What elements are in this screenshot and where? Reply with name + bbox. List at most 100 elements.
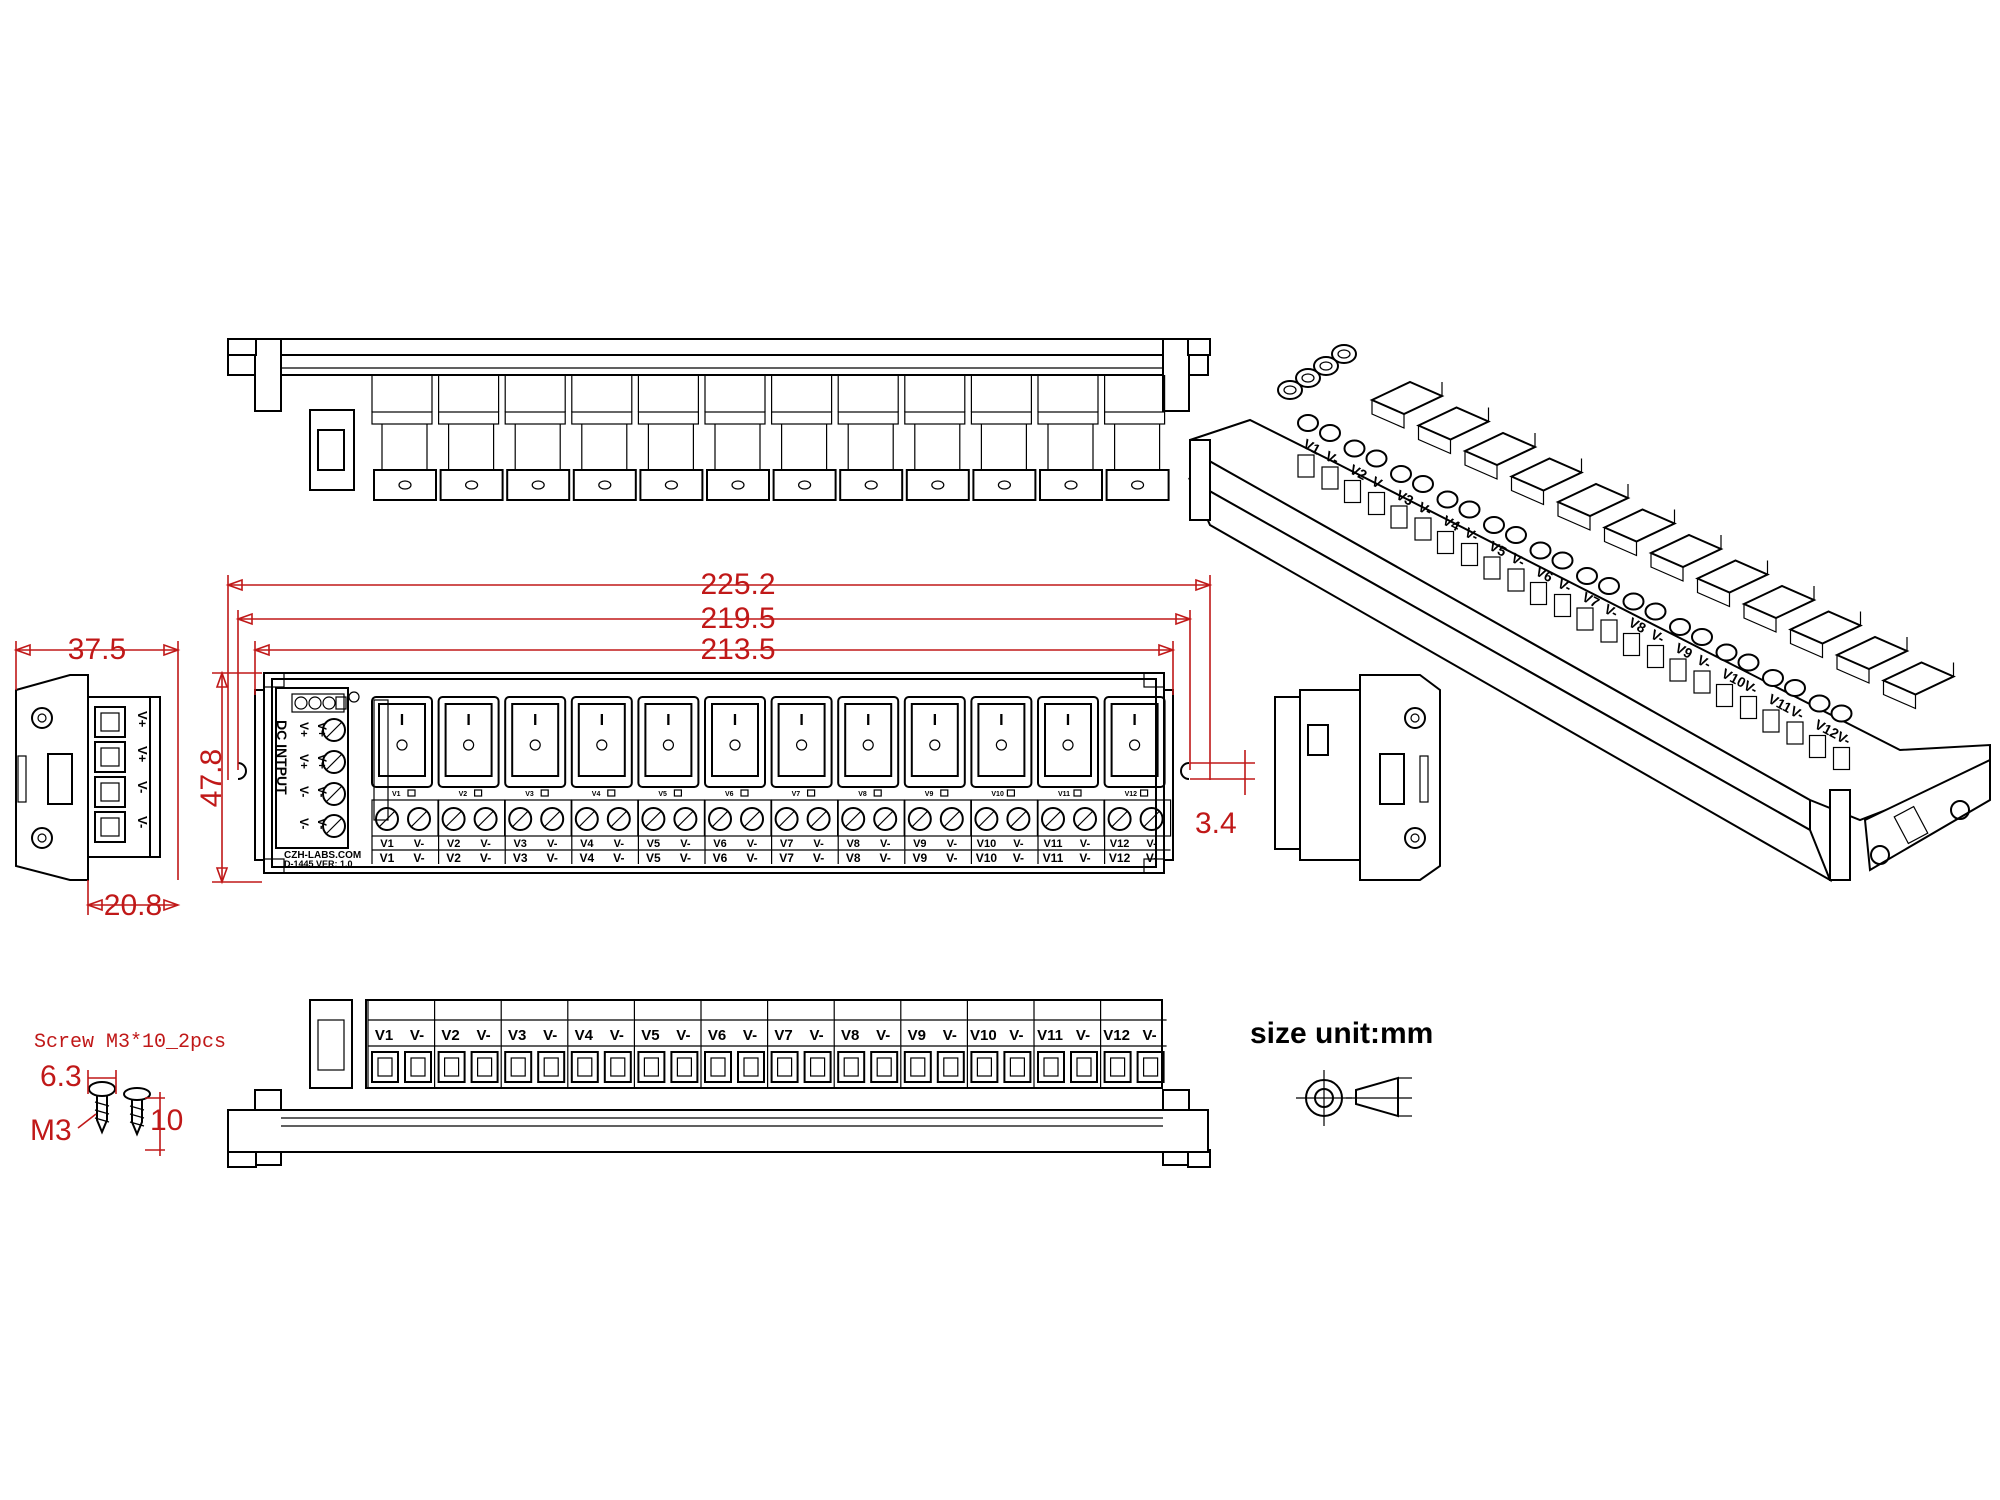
channel-small-label: V2 (459, 791, 468, 798)
upper-pos-label-V11: V11 (1044, 838, 1063, 850)
upper-pos-label-V3: V3 (513, 838, 526, 850)
iso-channel-V7: V7V- (1576, 533, 1724, 643)
left-terminal: V- (94, 776, 150, 808)
switch-frame-V5 (637, 696, 700, 788)
switch-frame-V2 (437, 696, 500, 788)
bottom-neg-label-V3: V- (543, 1027, 557, 1044)
neg-label-V5: V- (680, 851, 691, 865)
iso-switch-V11 (1834, 635, 1910, 671)
bottom-neg-label-V12: V- (1143, 1027, 1157, 1044)
terminal-screw (574, 807, 599, 831)
neg-label-V11: V- (1079, 851, 1090, 865)
switch-off-mark (396, 739, 408, 751)
left-view-terminals: V+V+V-V- (94, 706, 150, 843)
switch-off-mark (929, 739, 941, 751)
top-module-V5 (637, 375, 704, 501)
bottom-pos-label-V12: V12 (1103, 1027, 1130, 1044)
input-term-label: V- (297, 786, 311, 797)
upper-pos-label-V7: V7 (780, 838, 793, 850)
switch-on-mark: I (1132, 712, 1136, 729)
bottom-pos-label-V11: V11 (1037, 1027, 1063, 1044)
switch-frame-V3 (504, 696, 567, 788)
neg-label-V10: V- (1013, 851, 1024, 865)
upper-neg-label-V5: V- (680, 838, 691, 850)
bottom-neg-label-V9: V- (943, 1027, 957, 1044)
left-end-view: V+V+V-V- 37.5 20.8 (13, 633, 181, 922)
terminal-screw (806, 807, 831, 831)
pos-label-V12: V12 (1109, 851, 1131, 865)
iso-input-screw (1277, 380, 1303, 400)
input-screw (322, 718, 346, 742)
bottom-terminal-opening (470, 1051, 499, 1083)
bottom-terminal-opening (1136, 1051, 1165, 1083)
rocker-switch-V5 (644, 703, 693, 777)
switch-off-mark (463, 739, 475, 751)
bottom-pos-label-V3: V3 (508, 1027, 526, 1044)
top-module-V6 (704, 375, 770, 501)
switch-frame-V8 (837, 696, 900, 788)
bottom-pos-label-V1: V1 (375, 1027, 393, 1044)
switch-frame-V4 (570, 696, 633, 788)
bottom-terminal-opening (537, 1051, 566, 1083)
iso-switch-V5 (1555, 482, 1631, 518)
rocker-switch-V6 (711, 703, 759, 777)
bottom-terminal-opening (603, 1051, 632, 1083)
isometric-view: V1V-V2V-V3V-V4V-V5V-V6V-V7V-V8V-V9V-V10V… (1187, 344, 1991, 883)
pos-label-V1: V1 (380, 851, 395, 865)
switch-off-mark (995, 739, 1008, 751)
upper-pos-label-V9: V9 (913, 838, 926, 850)
iso-switch-V3 (1462, 431, 1538, 467)
upper-neg-label-V4: V- (614, 838, 625, 850)
iso-switch-V6 (1602, 508, 1677, 543)
iso-channel-V9: V9V- (1669, 584, 1817, 694)
bottom-pos-label-V8: V8 (841, 1027, 859, 1044)
neg-label-V9: V- (946, 851, 957, 865)
switch-on-mark: I (1066, 712, 1070, 729)
upper-neg-label-V12: V- (1146, 838, 1157, 850)
iso-input-screw (1313, 356, 1339, 376)
switch-on-mark: I (666, 712, 670, 729)
screw-detail: Screw M3*10_2pcs 6.3 M3 10 (30, 1031, 226, 1156)
switch-on-mark: I (466, 712, 470, 729)
channel-small-label: V3 (525, 791, 534, 798)
iso-channel-V1: V1V- (1297, 380, 1445, 490)
terminal-screw (407, 807, 431, 831)
input-term-label: V- (315, 786, 329, 797)
terminal-screw (1073, 807, 1097, 831)
bottom-neg-label-V11: V- (1076, 1027, 1090, 1044)
iso-pos-label-V9: V9 (1673, 640, 1696, 662)
channel-small-label: V7 (792, 791, 801, 798)
bottom-terminal-opening (1070, 1051, 1098, 1083)
neg-label-V7: V- (813, 851, 824, 865)
terminal-screw (1041, 807, 1065, 831)
top-side-view (227, 338, 1211, 501)
rocker-switch-V11 (1044, 703, 1092, 777)
channel-small-label: V1 (392, 791, 401, 798)
terminal-screw (1139, 807, 1164, 831)
switch-on-mark: I (866, 712, 870, 729)
top-module-V1 (371, 375, 437, 501)
upper-pos-label-V2: V2 (447, 838, 460, 850)
pos-label-V8: V8 (846, 851, 861, 865)
bottom-pos-label-V10: V10 (970, 1027, 997, 1044)
bottom-terminal-opening (704, 1051, 732, 1083)
bottom-terminal-opening (437, 1051, 466, 1083)
dc-input-terminal-labels: V+V+V+V+V-V-V-V- (297, 722, 329, 829)
rocker-switch-V1 (378, 703, 426, 777)
pos-label-V9: V9 (912, 851, 927, 865)
upper-neg-label-V1: V- (414, 838, 425, 850)
switch-off-mark (662, 739, 675, 751)
pos-label-V5: V5 (646, 851, 661, 865)
bottom-terminal-opening (737, 1051, 765, 1083)
